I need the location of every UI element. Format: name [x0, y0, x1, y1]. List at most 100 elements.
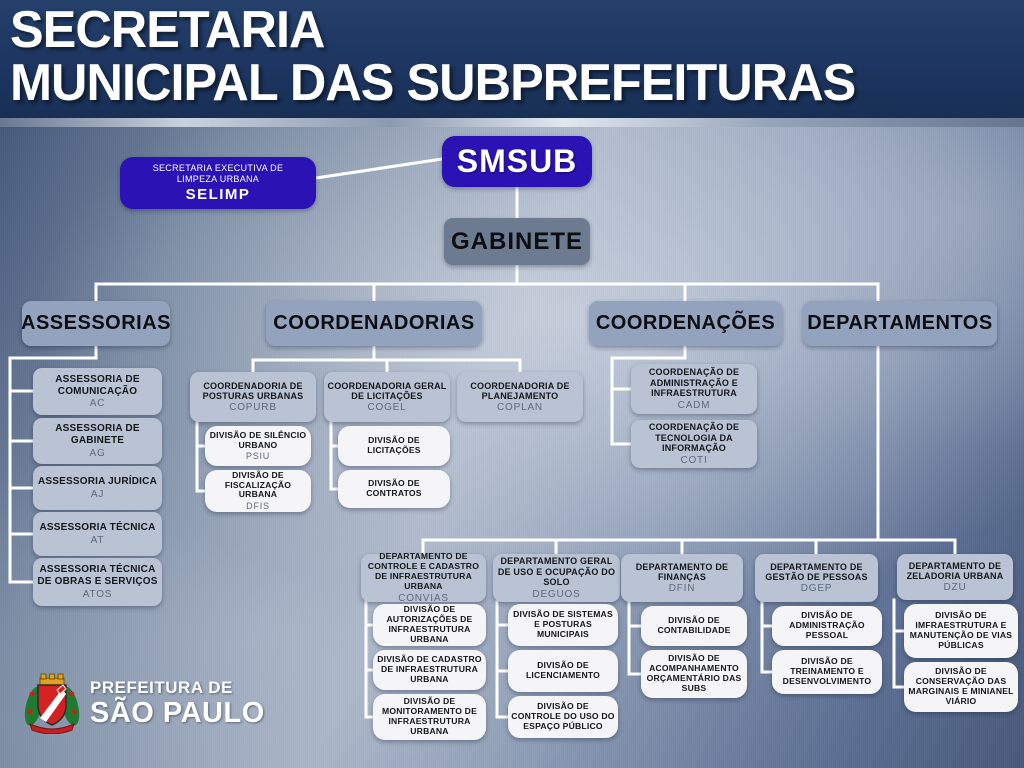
- org-node-dgep: DEPARTAMENTO DE GESTÃO DE PESSOAS DGEP: [755, 554, 878, 602]
- org-node-cogel: COORDENADORIA GERAL DE LICITAÇÕES COGEL: [324, 372, 450, 422]
- prefeitura-line2: SÃO PAULO: [90, 696, 265, 729]
- org-node-divisao-dfis: DIVISÃO DE FISCALIZAÇÃO URBANA DFIS: [205, 470, 311, 512]
- org-node-divisao-monitoramento-infra: DIVISÃO DE MONITORAMENTO DE INFRAESTRUTU…: [373, 694, 486, 740]
- branch-label: COORDENADORIAS: [273, 311, 475, 334]
- node-title: DIVISÃO DE LICITAÇÕES: [367, 435, 421, 455]
- branch-label: COORDENAÇÕES: [595, 311, 776, 334]
- node-title: DIVISÃO DE CADASTRO DE INFRAESTRUTURA UR…: [377, 654, 482, 684]
- node-title: DIVISÃO DE FISCALIZAÇÃO URBANA: [224, 469, 292, 500]
- org-node-assessoria-juridica: ASSESSORIA JURÍDICA AJ: [33, 466, 162, 510]
- page-title-line2: MUNICIPAL DAS SUBPREFEITURAS: [10, 54, 856, 113]
- prefeitura-wordmark: PREFEITURA DE SÃO PAULO: [90, 679, 265, 728]
- org-node-divisao-contabilidade: DIVISÃO DE CONTABILIDADE: [641, 606, 747, 646]
- node-acronym: COPLAN: [497, 402, 543, 414]
- node-title: DIVISÃO DE ADMINISTRAÇÃO PESSOAL: [789, 610, 865, 640]
- node-title: DIVISÃO DE SILÊNCIO URBANO: [209, 429, 307, 450]
- node-title: DIVISÃO DE SISTEMAS E POSTURAS MUNICIPAI…: [513, 609, 613, 639]
- node-title: COORDENADORIA DE PLANEJAMENTO: [470, 380, 570, 401]
- node-title: DIVISÃO DE IMFRAESTRUTURA E MANUTENÇÃO D…: [909, 610, 1013, 650]
- org-node-dfin: DEPARTAMENTO DE FINANÇAS DFIN: [621, 554, 743, 602]
- node-title: COORDENAÇÃO DE ADMINISTRAÇÃO E INFRAESTR…: [648, 367, 740, 399]
- branch-header-coordenadorias: COORDENADORIAS: [266, 301, 482, 346]
- branch-header-coordenacoes: COORDENAÇÕES: [589, 301, 782, 346]
- org-node-coti: COORDENAÇÃO DE TECNOLOGIA DA INFORMAÇÃO …: [631, 420, 757, 468]
- node-title: COORDENADORIA GERAL DE LICITAÇÕES: [327, 380, 447, 401]
- org-node-divisao-sistemas-posturas: DIVISÃO DE SISTEMAS E POSTURAS MUNICIPAI…: [508, 604, 618, 646]
- node-title: DEPARTAMENTO GERAL DE USO E OCUPAÇÃO DO …: [497, 556, 616, 588]
- org-node-assessoria-gabinete: ASSESSORIA DE GABINETE AG: [33, 418, 162, 464]
- org-node-assessoria-tecnica: ASSESSORIA TÉCNICA AT: [33, 512, 162, 556]
- org-node-divisao-licenciamento: DIVISÃO DE LICENCIAMENTO: [508, 650, 618, 692]
- node-title: GABINETE: [450, 227, 583, 255]
- node-title: DEPARTAMENTO DE GESTÃO DE PESSOAS: [765, 561, 868, 582]
- node-acronym: DGEP: [800, 583, 833, 595]
- branch-header-departamentos: DEPARTAMENTOS: [803, 301, 997, 346]
- org-node-divisao-cadastro-infra: DIVISÃO DE CADASTRO DE INFRAESTRUTURA UR…: [373, 650, 486, 690]
- node-title: DIVISÃO DE LICENCIAMENTO: [525, 660, 601, 680]
- prefeitura-line1: PREFEITURA DE: [90, 677, 233, 697]
- page-title: SECRETARIA MUNICIPAL DAS SUBPREFEITURAS: [10, 1, 856, 113]
- prefeitura-logo: PREFEITURA DE SÃO PAULO: [24, 672, 265, 734]
- org-node-divisao-licitacoes: DIVISÃO DE LICITAÇÕES: [338, 426, 450, 466]
- org-node-dzu: DEPARTAMENTO DE ZELADORIA URBANA DZU: [897, 554, 1013, 600]
- sao-paulo-coat-of-arms: [24, 673, 80, 734]
- node-title: DIVISÃO DE CONTRATOS: [366, 478, 422, 498]
- node-title: ASSESSORIA TÉCNICA: [39, 522, 156, 534]
- node-acronym: COGEL: [367, 402, 407, 414]
- node-title: DIVISÃO DE CONTROLE DO USO DO ESPAÇO PÚB…: [511, 701, 615, 731]
- node-title: SMSUB: [456, 143, 578, 179]
- node-title: DIVISÃO DE CONSERVAÇÃO DAS MARGINAIS E M…: [908, 666, 1014, 706]
- node-acronym: SELIMP: [185, 186, 251, 204]
- org-node-divisao-acompanhamento-orcamentario: DIVISÃO DE ACOMPANHAMENTO ORÇAMENTÁRIO D…: [641, 650, 747, 698]
- branch-label: ASSESSORIAS: [21, 311, 171, 334]
- org-node-convias: DEPARTAMENTO DE CONTROLE E CADASTRO DE I…: [361, 551, 486, 604]
- org-node-coplan: COORDENADORIA DE PLANEJAMENTO COPLAN: [457, 372, 583, 422]
- org-node-divisao-administracao-pessoal: DIVISÃO DE ADMINISTRAÇÃO PESSOAL: [772, 606, 882, 646]
- node-title: DIVISÃO DE CONTABILIDADE: [657, 615, 731, 635]
- node-acronym: COPURB: [229, 402, 277, 414]
- node-title: ASSESSORIA TÉCNICA DE OBRAS E SERVIÇOS: [37, 564, 158, 587]
- org-node-assessoria-obras-servicos: ASSESSORIA TÉCNICA DE OBRAS E SERVIÇOS A…: [33, 558, 162, 606]
- org-node-deguos: DEPARTAMENTO GERAL DE USO E OCUPAÇÃO DO …: [493, 554, 620, 602]
- node-title: DEPARTAMENTO DE ZELADORIA URBANA: [906, 560, 1004, 581]
- branch-header-assessorias: ASSESSORIAS: [21, 301, 171, 346]
- node-acronym: ATOS: [82, 588, 113, 600]
- node-title: SECRETARIA EXECUTIVA DE LIMPEZA URBANA: [152, 162, 284, 184]
- node-acronym: AJ: [90, 488, 105, 500]
- node-acronym: DFIN: [668, 583, 696, 595]
- node-acronym: CADM: [677, 399, 711, 411]
- node-title: DEPARTAMENTO DE CONTROLE E CADASTRO DE I…: [367, 551, 480, 591]
- node-title: ASSESSORIA DE GABINETE: [55, 423, 140, 446]
- node-title: DEPARTAMENTO DE FINANÇAS: [635, 561, 729, 582]
- org-node-divisao-psiu: DIVISÃO DE SILÊNCIO URBANO PSIU: [205, 426, 311, 466]
- org-node-selimp: SECRETARIA EXECUTIVA DE LIMPEZA URBANA S…: [120, 157, 316, 209]
- org-node-divisao-conservacao-marginais: DIVISÃO DE CONSERVAÇÃO DAS MARGINAIS E M…: [904, 662, 1018, 712]
- org-node-copurb: COORDENADORIA DE POSTURAS URBANAS COPURB: [190, 372, 316, 422]
- org-node-gabinete: GABINETE: [444, 218, 590, 265]
- node-acronym: AC: [89, 398, 106, 410]
- page-title-line1: SECRETARIA: [10, 1, 325, 59]
- node-title: COORDENADORIA DE POSTURAS URBANAS: [202, 380, 304, 401]
- org-node-divisao-treinamento-desenvolvimento: DIVISÃO DE TREINAMENTO E DESENVOLVIMENTO: [772, 650, 882, 694]
- node-title: DIVISÃO DE MONITORAMENTO DE INFRAESTRUTU…: [381, 696, 478, 736]
- node-acronym: DFIS: [246, 501, 270, 512]
- node-acronym: AG: [89, 447, 106, 459]
- node-title: DIVISÃO DE TREINAMENTO E DESENVOLVIMENTO: [782, 656, 872, 686]
- node-acronym: CONVIAS: [398, 592, 449, 604]
- node-acronym: DZU: [943, 582, 967, 594]
- org-node-divisao-infra-manutencao-vias: DIVISÃO DE IMFRAESTRUTURA E MANUTENÇÃO D…: [904, 604, 1018, 658]
- branch-label: DEPARTAMENTOS: [807, 311, 993, 334]
- org-node-divisao-autorizacoes-infra: DIVISÃO DE AUTORIZAÇÕES DE INFRAESTRUTUR…: [373, 604, 486, 646]
- org-node-divisao-controle-espaco-publico: DIVISÃO DE CONTROLE DO USO DO ESPAÇO PÚB…: [508, 696, 618, 738]
- org-node-assessoria-comunicacao: ASSESSORIA DE COMUNICAÇÃO AC: [33, 368, 162, 415]
- node-title: DIVISÃO DE ACOMPANHAMENTO ORÇAMENTÁRIO D…: [646, 653, 742, 693]
- node-title: DIVISÃO DE AUTORIZAÇÕES DE INFRAESTRUTUR…: [386, 604, 473, 644]
- org-node-smsub: SMSUB: [442, 136, 592, 187]
- node-title: COORDENAÇÃO DE TECNOLOGIA DA INFORMAÇÃO: [648, 422, 740, 454]
- node-title: ASSESSORIA DE COMUNICAÇÃO: [55, 373, 140, 397]
- org-node-divisao-contratos: DIVISÃO DE CONTRATOS: [338, 470, 450, 508]
- node-acronym: COTI: [680, 454, 708, 466]
- node-acronym: DEGUOS: [532, 588, 581, 600]
- node-acronym: PSIU: [245, 451, 271, 462]
